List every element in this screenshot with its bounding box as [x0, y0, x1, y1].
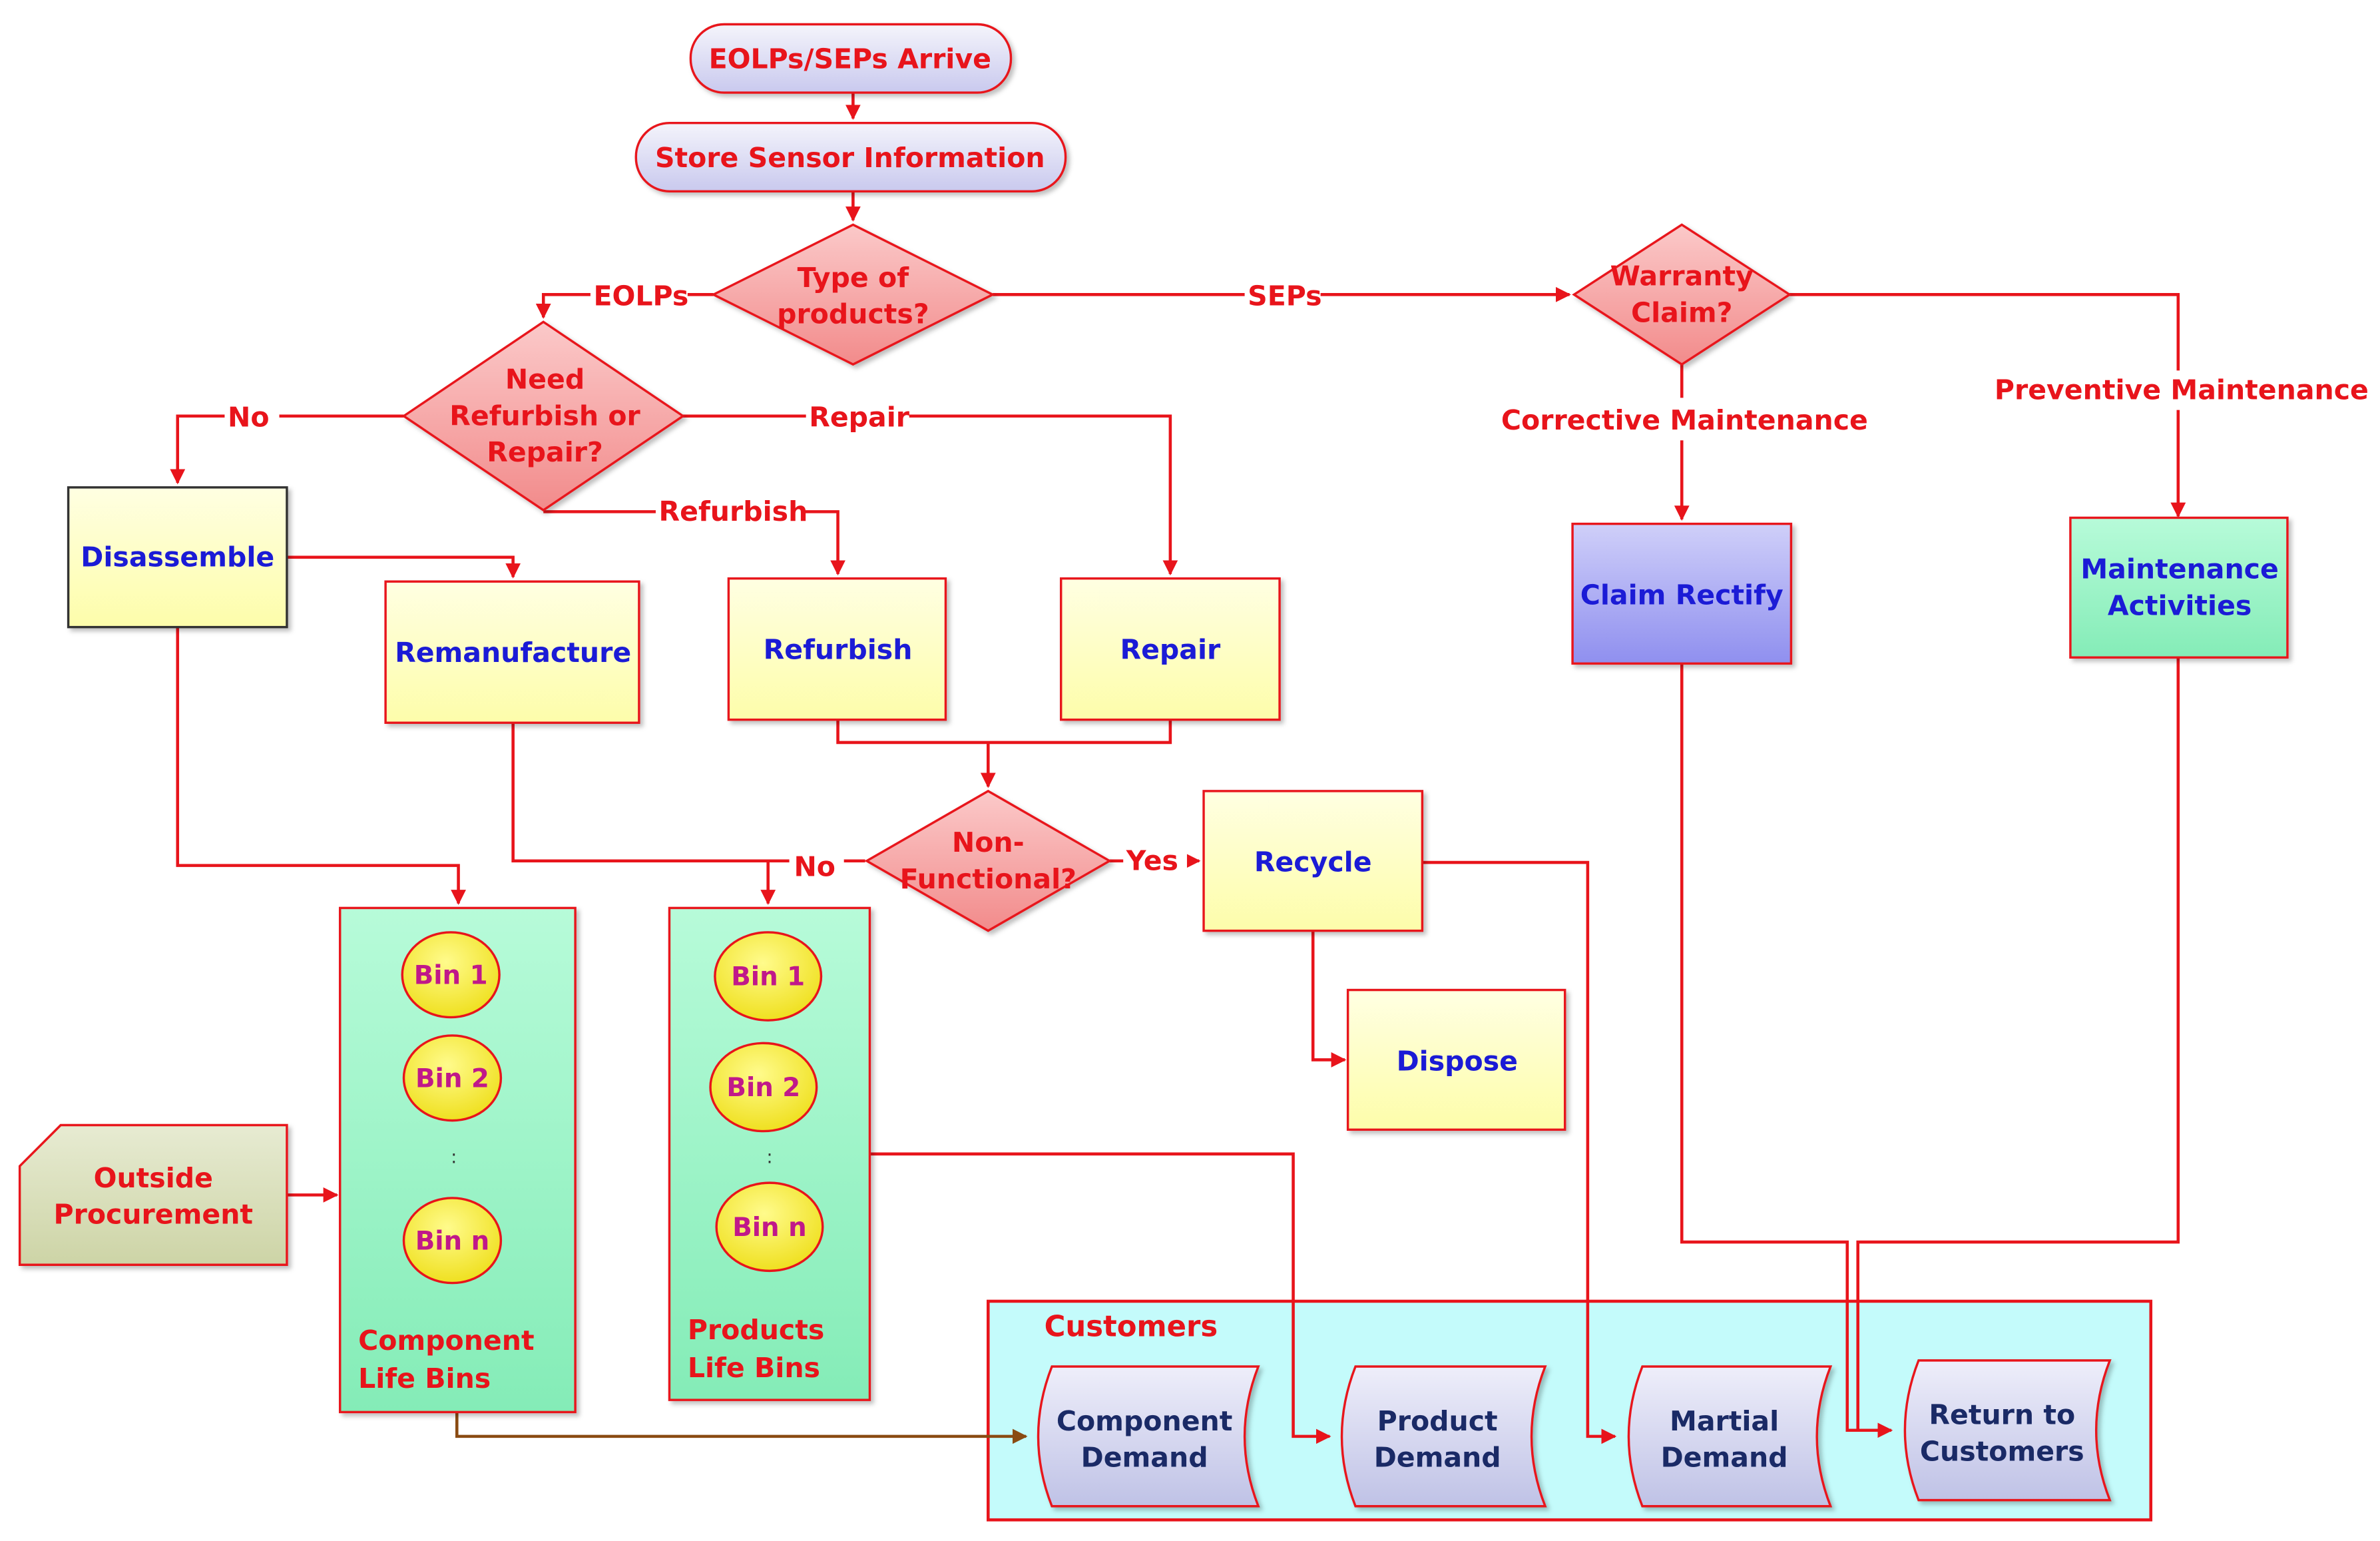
- component-bin-2: Bin 2: [402, 1034, 503, 1122]
- product-demand-line2: Demand: [1374, 1441, 1501, 1473]
- warranty-decision-line2: Claim?: [1631, 296, 1733, 328]
- arrive-node-label: EOLPs/SEPs Arrive: [709, 43, 991, 75]
- disassemble-box: [67, 486, 288, 629]
- customers-title: Customers: [1045, 1310, 1218, 1343]
- dispose-label: Dispose: [1397, 1045, 1518, 1077]
- return-to-customers-card: [1903, 1359, 2112, 1502]
- claim-rectify-label: Claim Rectify: [1580, 579, 1784, 611]
- product-demand-card: [1340, 1365, 1547, 1508]
- label-corrective-maintenance: Corrective Maintenance: [1501, 404, 1868, 436]
- component-demand-line2: Demand: [1081, 1441, 1208, 1473]
- return-to-customers-line1: Return to: [1929, 1399, 2075, 1431]
- product-bin-2-label: Bin 2: [726, 1073, 800, 1103]
- component-bin-n-label: Bin n: [415, 1226, 489, 1256]
- repair-box: [1060, 577, 1281, 721]
- refurbish-label: Refurbish: [764, 634, 913, 666]
- label-yes: Yes: [1126, 844, 1178, 876]
- martial-demand-card: [1627, 1365, 1833, 1508]
- nonfunctional-decision: [864, 789, 1112, 932]
- label-repair: Repair: [809, 402, 910, 434]
- store-node: [634, 121, 1067, 192]
- connectors: [170, 93, 2186, 1444]
- maintenance-line2: Activities: [2108, 589, 2252, 621]
- repair-label: Repair: [1120, 634, 1221, 666]
- label-refurbish: Refurbish: [659, 495, 808, 527]
- type-decision-line1: Type of: [798, 262, 910, 294]
- outside-procurement-line2: Procurement: [54, 1199, 254, 1231]
- label-preventive-maintenance: Preventive Maintenance: [1995, 374, 2369, 406]
- remanufacture-label: Remanufacture: [395, 637, 631, 669]
- label-seps: SEPs: [1248, 280, 1321, 312]
- refurbish-box: [727, 577, 947, 721]
- component-bin-ellipsis: :: [451, 1147, 457, 1167]
- product-bin-2: Bin 2: [709, 1042, 818, 1133]
- component-bin-n: Bin n: [402, 1197, 503, 1285]
- arrive-node: [689, 23, 1013, 94]
- need-decision-line2: Refurbish or: [449, 400, 640, 432]
- warranty-decision: [1572, 223, 1792, 366]
- component-demand-card: [1037, 1365, 1260, 1508]
- component-bin-1-label: Bin 1: [414, 960, 488, 990]
- product-demand-line1: Product: [1377, 1405, 1498, 1437]
- maintenance-box: [2069, 516, 2289, 659]
- need-decision-line3: Repair?: [487, 436, 603, 468]
- need-decision: [401, 320, 686, 512]
- martial-demand-line2: Demand: [1661, 1441, 1788, 1473]
- component-bin-1: Bin 1: [401, 931, 501, 1019]
- need-decision-line1: Need: [505, 364, 585, 396]
- edge-labels: EOLPs SEPs No Repair Refurbish Correctiv…: [224, 278, 2369, 883]
- label-no-left: No: [228, 402, 270, 434]
- disassemble-label: Disassemble: [81, 541, 274, 573]
- product-bin-ellipsis: :: [766, 1147, 772, 1167]
- product-bin-1-label: Bin 1: [731, 962, 805, 992]
- maintenance-line1: Maintenance: [2080, 553, 2278, 585]
- warranty-decision-line1: Warranty: [1610, 260, 1754, 292]
- store-node-label: Store Sensor Information: [655, 142, 1045, 174]
- product-bin-n: Bin n: [715, 1181, 824, 1273]
- products-life-bins-line2: Life Bins: [688, 1352, 820, 1384]
- return-to-customers-line2: Customers: [1920, 1435, 2084, 1467]
- label-no-bottom: No: [794, 851, 835, 883]
- component-demand-line1: Component: [1057, 1405, 1232, 1437]
- remanufacture-box: [384, 580, 640, 724]
- type-decision: [710, 223, 995, 366]
- component-life-bins-line2: Life Bins: [358, 1363, 491, 1394]
- component-life-bins-line1: Component: [358, 1325, 534, 1357]
- product-bin-n-label: Bin n: [732, 1213, 806, 1243]
- outside-procurement-node: [18, 1123, 288, 1266]
- recycle-box: [1202, 790, 1424, 932]
- product-bin-1: Bin 1: [714, 931, 823, 1022]
- martial-demand-line1: Martial: [1670, 1405, 1779, 1437]
- recycle-label: Recycle: [1254, 846, 1372, 878]
- outside-procurement-line1: Outside: [94, 1162, 213, 1194]
- label-eolps: EOLPs: [593, 280, 688, 312]
- type-decision-line2: products?: [777, 298, 929, 330]
- nonfunctional-line1: Non-: [952, 826, 1025, 858]
- component-bin-2-label: Bin 2: [415, 1064, 489, 1093]
- nonfunctional-line2: Functional?: [900, 863, 1076, 895]
- dispose-box: [1346, 988, 1566, 1131]
- products-life-bins-line1: Products: [688, 1314, 824, 1346]
- claim-rectify-box: [1571, 522, 1793, 665]
